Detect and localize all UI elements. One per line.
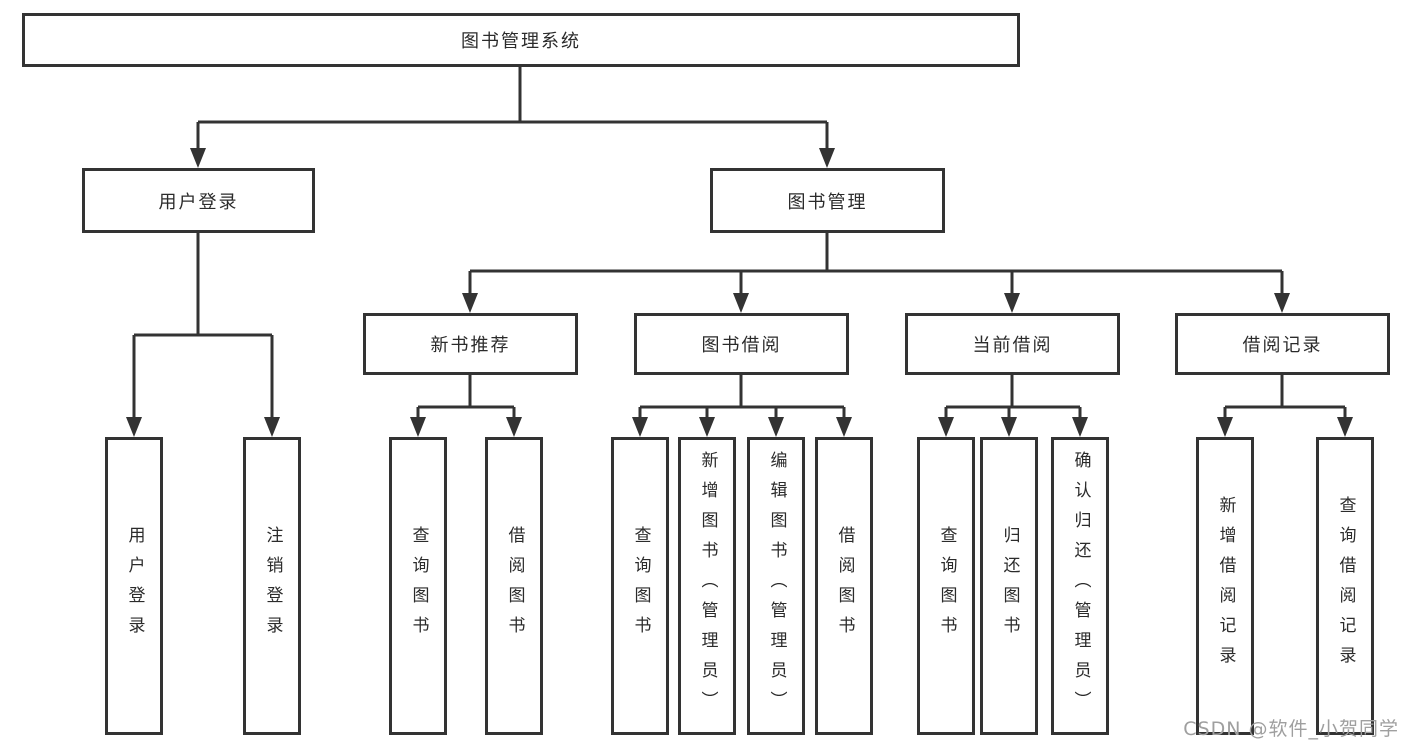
leaf-user-login: 用户登录 (105, 437, 163, 735)
leaf-query-books-borrow: 查询图书 (611, 437, 669, 735)
leaf-query-books-current-label: 查询图书 (936, 526, 957, 646)
leaf-edit-book-admin: 编辑图书（管理员） (747, 437, 805, 735)
leaf-edit-book-admin-label: 编辑图书（管理员） (766, 451, 787, 721)
node-user-login: 用户登录 (82, 168, 315, 233)
leaf-query-books-recommend: 查询图书 (389, 437, 447, 735)
leaf-query-borrow-record-label: 查询借阅记录 (1335, 496, 1356, 676)
leaf-borrow-books-recommend-label: 借阅图书 (504, 526, 525, 646)
leaf-borrow-books-recommend: 借阅图书 (485, 437, 543, 735)
leaf-add-book-admin-label: 新增图书（管理员） (697, 451, 718, 721)
arrowheads (126, 148, 1353, 437)
leaf-add-book-admin: 新增图书（管理员） (678, 437, 736, 735)
node-current-borrow: 当前借阅 (905, 313, 1120, 375)
leaf-add-borrow-record-label: 新增借阅记录 (1215, 496, 1236, 676)
leaf-query-borrow-record: 查询借阅记录 (1316, 437, 1374, 735)
node-book-borrow: 图书借阅 (634, 313, 849, 375)
leaf-confirm-return-admin: 确认归还（管理员） (1051, 437, 1109, 735)
node-new-book-recommend: 新书推荐 (363, 313, 578, 375)
leaf-query-books-recommend-label: 查询图书 (408, 526, 429, 646)
leaf-borrow-books: 借阅图书 (815, 437, 873, 735)
leaf-add-borrow-record: 新增借阅记录 (1196, 437, 1254, 735)
leaf-logout: 注销登录 (243, 437, 301, 735)
node-borrow-records: 借阅记录 (1175, 313, 1390, 375)
leaf-confirm-return-admin-label: 确认归还（管理员） (1070, 451, 1091, 721)
leaf-return-book-label: 归还图书 (999, 526, 1020, 646)
csdn-watermark: CSDN @软件_小贺同学 (1183, 718, 1399, 740)
leaf-borrow-books-label: 借阅图书 (834, 526, 855, 646)
leaf-logout-label: 注销登录 (262, 526, 283, 646)
leaf-query-books-current: 查询图书 (917, 437, 975, 735)
leaf-query-books-borrow-label: 查询图书 (630, 526, 651, 646)
leaf-user-login-label: 用户登录 (124, 526, 145, 646)
node-book-management: 图书管理 (710, 168, 945, 233)
leaf-return-book: 归还图书 (980, 437, 1038, 735)
node-library-management-system: 图书管理系统 (22, 13, 1020, 67)
